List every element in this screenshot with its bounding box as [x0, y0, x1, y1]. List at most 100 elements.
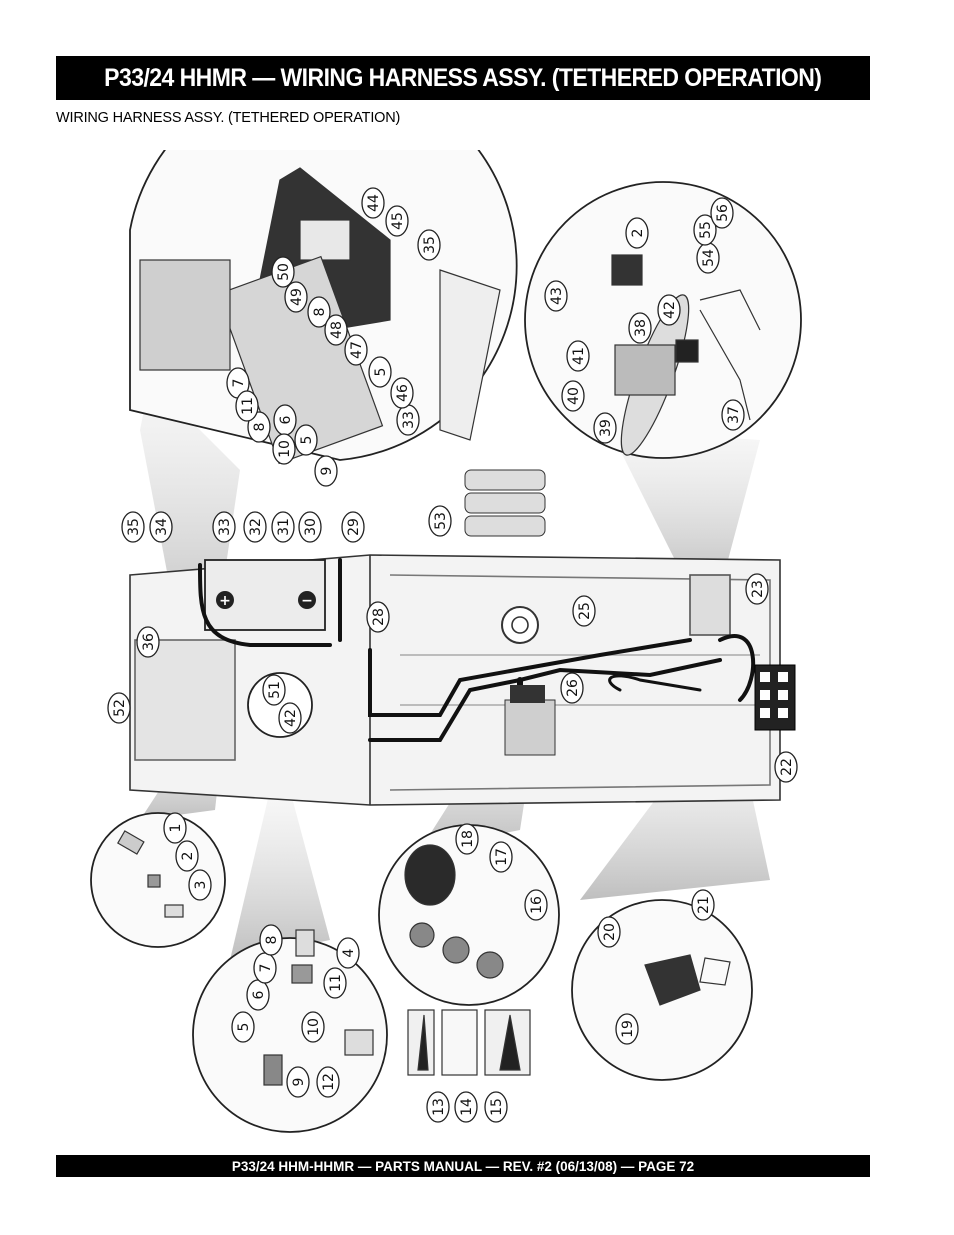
callout-number: 52	[112, 699, 128, 717]
callout-6: 6	[246, 979, 270, 1011]
callout-50: 50	[271, 256, 295, 288]
callout-25: 25	[572, 595, 596, 627]
callout-49: 49	[284, 281, 308, 313]
callout-number: 35	[422, 236, 438, 254]
callout-number: 17	[494, 848, 510, 866]
callout-8: 8	[247, 411, 271, 443]
callout-number: 34	[154, 518, 170, 536]
callout-number: 4	[341, 948, 357, 957]
callout-number: 42	[283, 709, 299, 727]
callout-number: 42	[662, 301, 678, 319]
callout-4: 4	[336, 937, 360, 969]
section-subtitle: WIRING HARNESS ASSY. (TETHERED OPERATION…	[56, 110, 401, 126]
callout-11: 11	[235, 390, 259, 422]
callout-number: 22	[779, 758, 795, 776]
callout-38: 38	[628, 312, 652, 344]
callout-number: 11	[240, 397, 256, 415]
callout-29: 29	[341, 511, 365, 543]
callout-number: 3	[193, 881, 209, 890]
connector-block	[464, 469, 546, 537]
callout-7: 7	[253, 952, 277, 984]
callout-number: 33	[217, 518, 233, 536]
callout-number: 47	[349, 341, 365, 359]
callout-41: 41	[566, 340, 590, 372]
callout-number: 26	[565, 679, 581, 697]
callout-number: 7	[231, 379, 247, 388]
callout-number: 2	[180, 852, 196, 861]
callout-number: 28	[371, 608, 387, 626]
callout-26: 26	[560, 672, 584, 704]
callout-number: 49	[289, 288, 305, 306]
callout-number: 11	[328, 974, 344, 992]
callout-number: 40	[566, 387, 582, 405]
callout-9: 9	[314, 455, 338, 487]
callout-37: 37	[721, 399, 745, 431]
battery-positive-label: +	[219, 593, 231, 609]
harness-cables	[198, 558, 756, 742]
page-title: P33/24 HHMR — WIRING HARNESS ASSY. (TETH…	[104, 63, 822, 92]
callout-15: 15	[484, 1091, 508, 1123]
callout-2: 2	[175, 840, 199, 872]
callout-5: 5	[294, 424, 318, 456]
callout-number: 6	[278, 415, 294, 424]
callout-7: 7	[226, 367, 250, 399]
callout-number: 15	[489, 1098, 505, 1116]
callout-13: 13	[426, 1091, 450, 1123]
callout-number: 7	[258, 964, 274, 973]
callout-19: 19	[615, 1013, 639, 1045]
callout-33: 33	[396, 404, 420, 436]
callout-number: 38	[633, 319, 649, 337]
callout-number: 5	[236, 1023, 252, 1032]
callout-number: 8	[252, 423, 268, 432]
battery: + −	[204, 559, 326, 631]
callout-number: 8	[264, 936, 280, 945]
callout-number: 53	[433, 512, 449, 530]
callout-20: 20	[597, 916, 621, 948]
connector-plug	[504, 685, 556, 756]
callout-45: 45	[385, 205, 409, 237]
callout-8: 8	[307, 296, 331, 328]
callout-number: 30	[303, 518, 319, 536]
callout-34: 34	[149, 511, 173, 543]
callout-16: 16	[524, 889, 548, 921]
callout-5: 5	[368, 356, 392, 388]
callout-number: 20	[602, 923, 618, 941]
callout-35: 35	[417, 229, 441, 261]
callout-42: 42	[657, 294, 681, 326]
callout-number: 13	[431, 1098, 447, 1116]
callout-number: 33	[401, 411, 417, 429]
callout-number: 25	[577, 602, 593, 620]
footer-text: P33/24 HHM-HHMR — PARTS MANUAL — REV. #2…	[231, 1158, 695, 1174]
callout-number: 18	[460, 830, 476, 848]
callout-number: 6	[251, 990, 267, 999]
callout-number: 55	[698, 221, 714, 239]
callout-9: 9	[286, 1066, 310, 1098]
callout-14: 14	[454, 1091, 478, 1123]
callout-number: 9	[319, 467, 335, 476]
callout-number: 56	[715, 204, 731, 222]
callout-number: 36	[141, 633, 157, 651]
callout-5: 5	[231, 1011, 255, 1043]
callout-22: 22	[774, 751, 798, 783]
callout-number: 41	[571, 347, 587, 365]
callout-number: 32	[248, 518, 264, 536]
callout-number: 8	[312, 308, 328, 317]
callout-number: 48	[329, 321, 345, 339]
callout-51: 51	[262, 674, 286, 706]
callout-44: 44	[361, 187, 385, 219]
callout-35: 35	[121, 511, 145, 543]
callout-number: 37	[726, 406, 742, 424]
callout-43: 43	[544, 280, 568, 312]
callout-10: 10	[272, 433, 296, 465]
callout-56: 56	[710, 197, 734, 229]
callout-18: 18	[455, 823, 479, 855]
callout-number: 14	[459, 1098, 475, 1116]
callout-8: 8	[259, 924, 283, 956]
detail-contents	[117, 167, 761, 1086]
callout-number: 12	[321, 1073, 337, 1091]
callout-number: 21	[696, 896, 712, 914]
callout-number: 45	[390, 212, 406, 230]
callout-number: 51	[267, 681, 283, 699]
callout-number: 44	[366, 194, 382, 212]
